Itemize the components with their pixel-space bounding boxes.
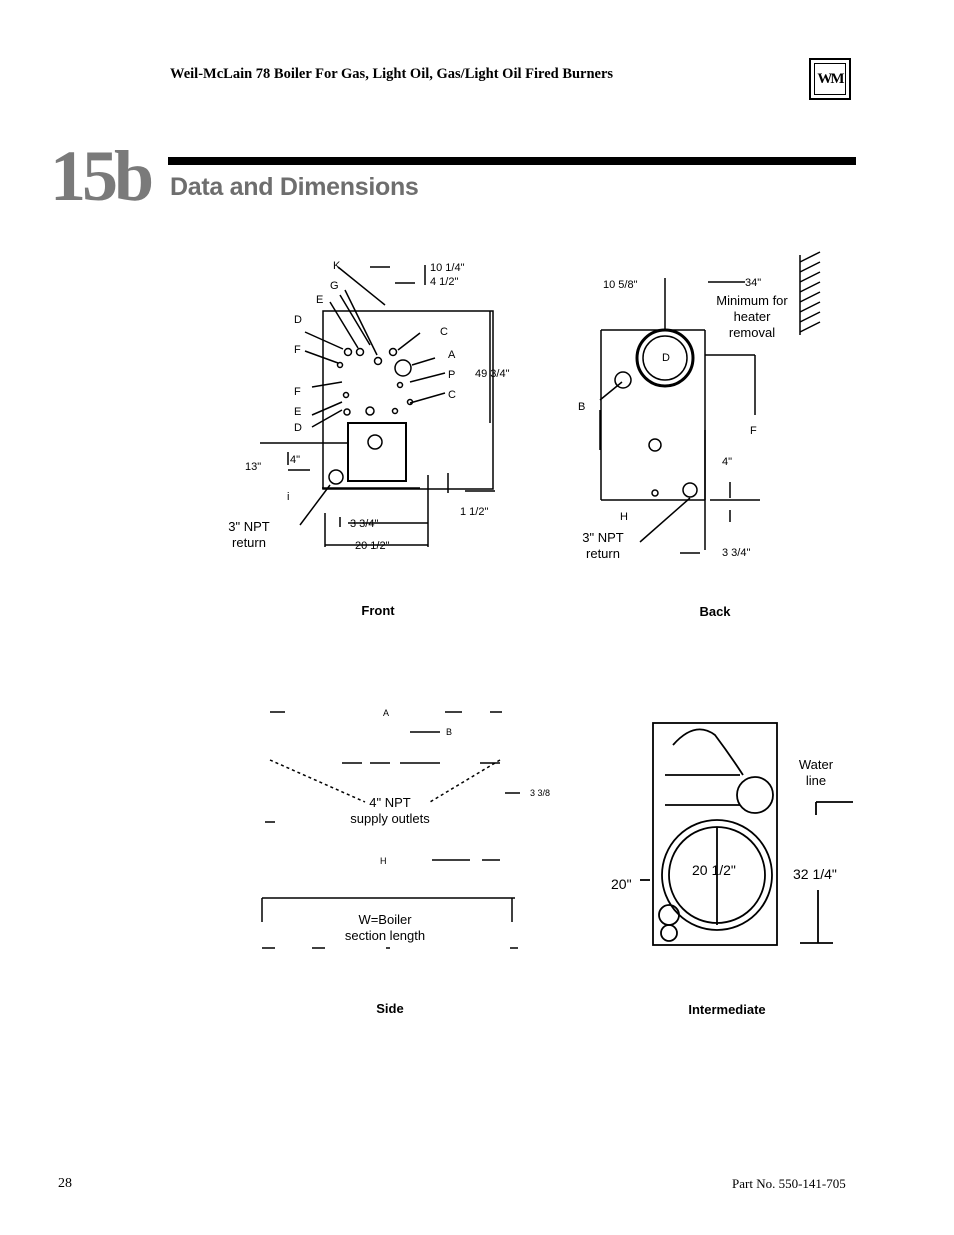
svg-text:i: i xyxy=(287,491,289,503)
svg-text:H: H xyxy=(380,856,387,866)
front-return-callout: 3" NPT return xyxy=(228,519,270,550)
svg-text:A: A xyxy=(383,708,389,718)
svg-text:F: F xyxy=(294,344,301,356)
svg-text:20": 20" xyxy=(611,876,632,892)
svg-text:A: A xyxy=(448,349,456,361)
side-view-drawing: A B H 3 3/8 xyxy=(261,708,550,949)
logo-mark: WM xyxy=(814,63,846,95)
svg-text:H: H xyxy=(620,511,628,523)
back-view-drawing: 10 5/8" 34" D B F 4" H 3 3/4" xyxy=(578,251,821,559)
svg-text:3 3/8: 3 3/8 xyxy=(530,788,550,798)
svg-text:49 3/4": 49 3/4" xyxy=(475,368,510,380)
part-number: Part No. 550-141-705 xyxy=(732,1176,846,1191)
intermediate-water-line-callout: Water line xyxy=(798,757,834,788)
svg-text:K: K xyxy=(333,260,341,272)
intermediate-caption: Intermediate xyxy=(688,1002,766,1017)
svg-text:34": 34" xyxy=(745,277,761,289)
svg-text:10 5/8": 10 5/8" xyxy=(603,279,638,291)
section-rule xyxy=(168,157,856,165)
svg-text:F: F xyxy=(750,425,757,437)
svg-text:D: D xyxy=(662,352,670,364)
running-title: Weil-McLain 78 Boiler For Gas, Light Oil… xyxy=(170,66,614,82)
section-number: 15b xyxy=(50,136,154,216)
svg-text:C: C xyxy=(448,389,456,401)
svg-text:D: D xyxy=(294,422,302,434)
intermediate-view-drawing: 20 1/2" 20" 32 1/4" xyxy=(611,722,853,946)
svg-text:B: B xyxy=(578,401,585,413)
svg-text:C: C xyxy=(440,326,448,338)
side-supply-callout: 4" NPT supply outlets xyxy=(350,795,430,826)
svg-text:G: G xyxy=(330,280,339,292)
svg-text:4": 4" xyxy=(290,454,300,466)
svg-text:E: E xyxy=(316,294,323,306)
weil-mclain-logo: WM xyxy=(809,58,851,100)
svg-text:4 1/2": 4 1/2" xyxy=(430,276,458,288)
svg-text:3 3/4": 3 3/4" xyxy=(722,547,750,559)
svg-text:F: F xyxy=(294,386,301,398)
front-view-drawing: KG ED FF ED CA PC 10 1/4"4 1/2" 49 3/4"1… xyxy=(245,260,510,552)
back-return-callout: 3" NPT return xyxy=(582,530,624,561)
svg-text:D: D xyxy=(294,314,302,326)
svg-text:20 1/2": 20 1/2" xyxy=(692,862,736,878)
svg-text:1 1/2": 1 1/2" xyxy=(460,506,488,518)
svg-text:32 1/4": 32 1/4" xyxy=(793,866,837,882)
svg-text:4": 4" xyxy=(722,456,732,468)
svg-text:P: P xyxy=(448,369,455,381)
side-section-callout: W=Boiler section length xyxy=(344,912,426,943)
svg-text:10 1/4": 10 1/4" xyxy=(430,262,465,274)
svg-text:13": 13" xyxy=(245,461,261,473)
front-caption: Front xyxy=(361,603,395,618)
svg-text:3 3/4": 3 3/4" xyxy=(350,518,378,530)
back-caption: Back xyxy=(699,604,731,619)
section-title: Data and Dimensions xyxy=(170,173,419,201)
back-min-heater-callout: Minimum for heater removal xyxy=(716,293,788,340)
svg-text:B: B xyxy=(446,727,452,737)
side-caption: Side xyxy=(376,1001,404,1016)
page-number: 28 xyxy=(58,1176,72,1191)
svg-text:20 1/2": 20 1/2" xyxy=(355,540,390,552)
svg-text:E: E xyxy=(294,406,301,418)
